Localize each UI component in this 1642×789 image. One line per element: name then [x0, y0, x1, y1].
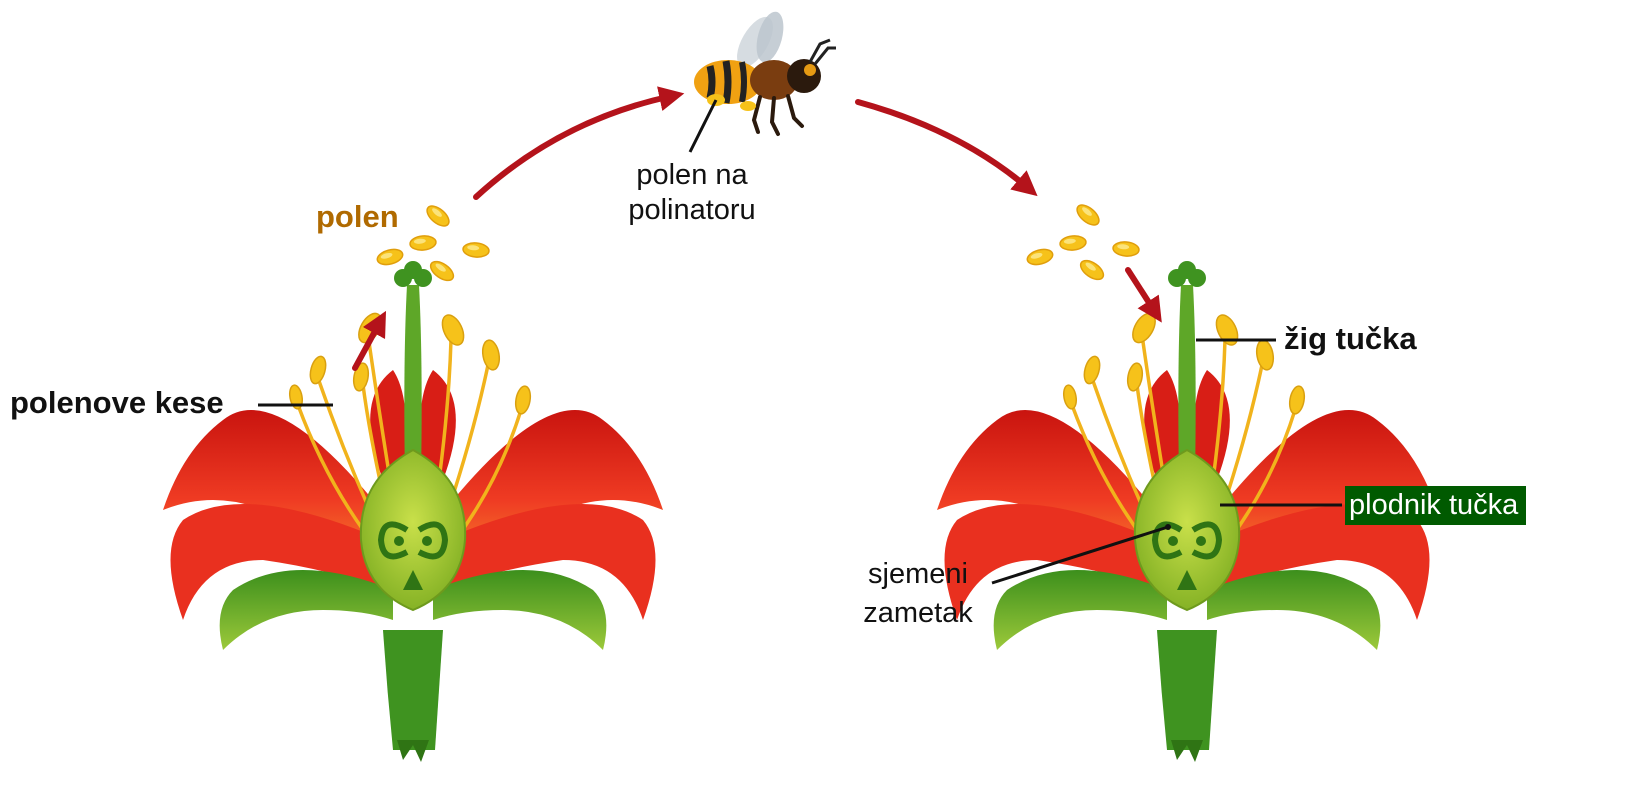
- label-ovule: sjemeni zametak: [848, 555, 988, 633]
- label-ovule-line1: sjemeni: [848, 555, 988, 594]
- leader-line-pollinator: [690, 100, 716, 152]
- label-ovule-line2: zametak: [848, 594, 988, 633]
- label-pollen: polen: [316, 198, 399, 235]
- label-pollen-sacs: polenove kese: [10, 384, 224, 421]
- arrow-pollen-to-stigma: [1128, 270, 1155, 312]
- flower-left-illustration: [163, 261, 663, 762]
- pollen-grains-right: [1026, 201, 1140, 283]
- label-ovary: plodnik tučka: [1345, 486, 1526, 525]
- arrow-bee-to-pollen: [858, 102, 1028, 188]
- label-stigma: žig tučka: [1284, 320, 1417, 357]
- label-pollen-on-pollinator-line2: polinatoru: [612, 193, 772, 228]
- label-pollen-on-pollinator: polen na polinatoru: [612, 158, 772, 228]
- label-pollen-on-pollinator-line1: polen na: [612, 158, 772, 193]
- bee-icon: [694, 9, 836, 134]
